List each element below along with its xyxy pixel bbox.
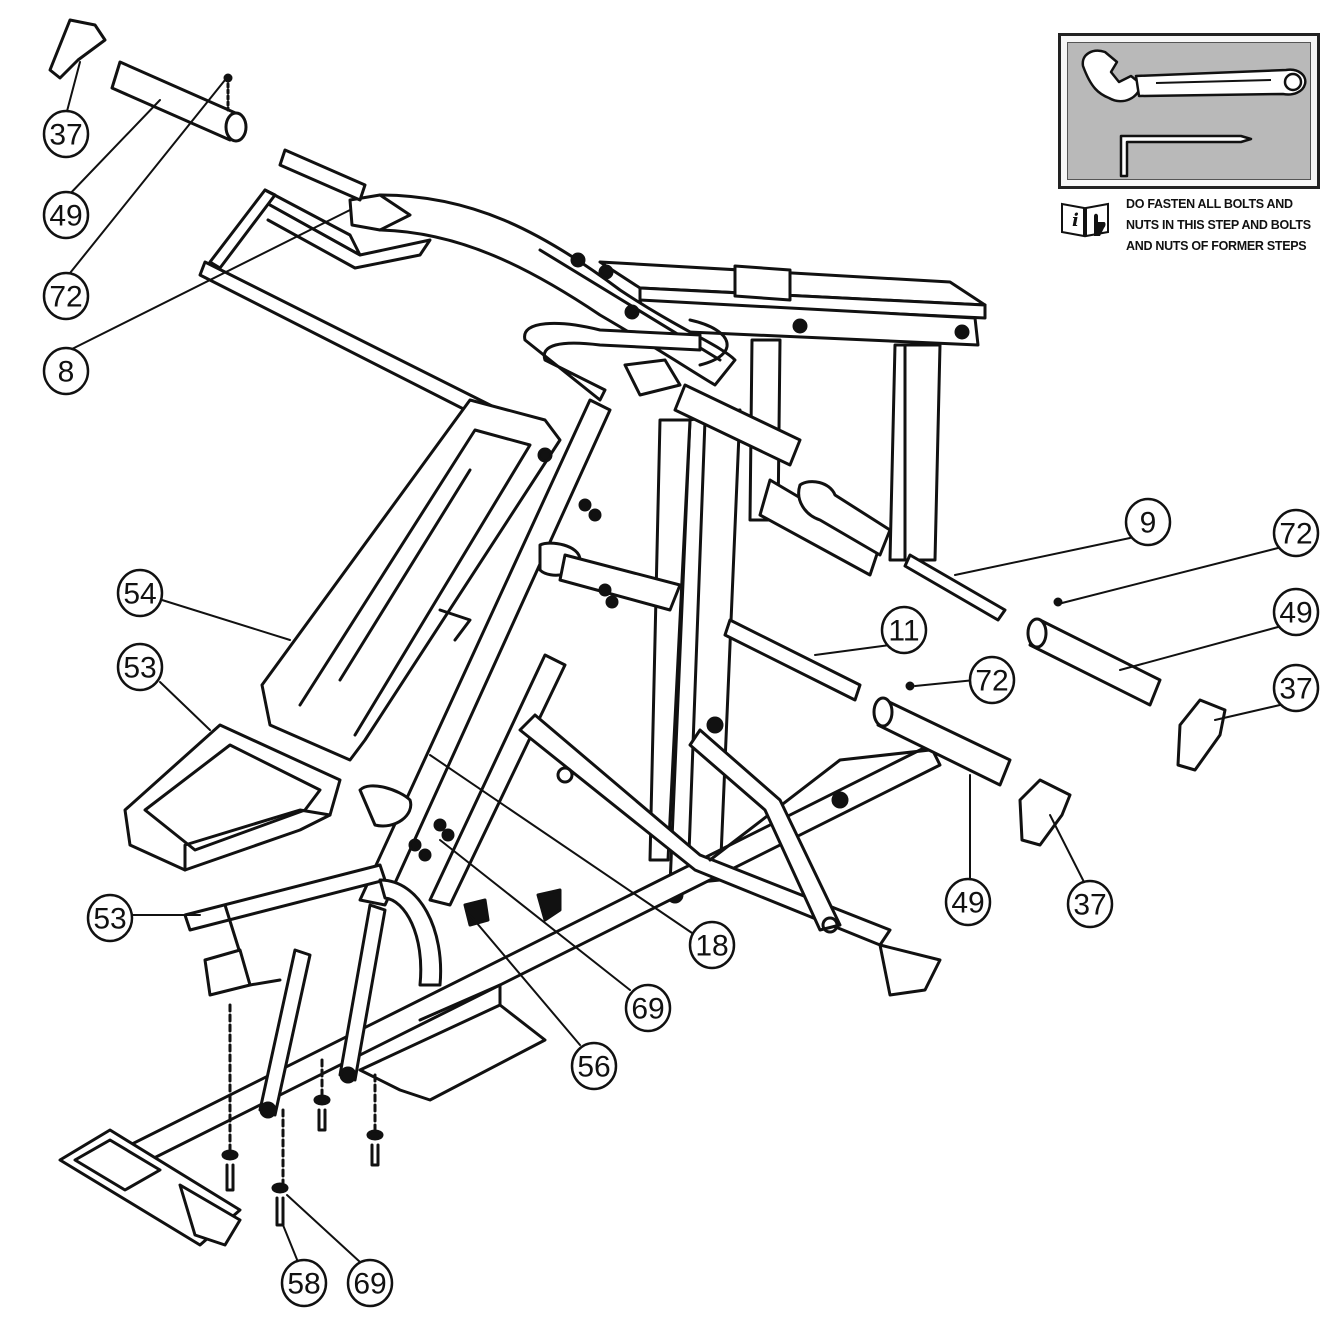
callout-label: 58 [287, 1268, 320, 1301]
right-sleeve-9 [1026, 597, 1227, 772]
svg-text:i: i [1072, 210, 1079, 231]
top-frame [598, 260, 987, 347]
callout-circle [346, 1258, 394, 1308]
callout-circle [42, 109, 90, 159]
callout-9: 9 [1124, 497, 1172, 547]
back-pad [260, 398, 562, 762]
info-manual-icon: i [1061, 202, 1109, 238]
callout-label: 8 [58, 356, 75, 389]
leg-extension [183, 863, 443, 1119]
seat-pad [123, 723, 342, 872]
base-rail [58, 743, 942, 1247]
callout-label: 49 [951, 887, 984, 920]
callout-circle [570, 1041, 618, 1091]
callout-circle [624, 983, 672, 1033]
callout-label: 18 [695, 930, 728, 963]
callout-69: 69 [624, 983, 672, 1033]
callout-label: 69 [353, 1268, 386, 1301]
callout-label: 49 [1279, 597, 1312, 630]
callout-label: 69 [631, 993, 664, 1026]
callout-53: 53 [116, 642, 164, 692]
callout-label: 11 [888, 615, 919, 648]
callout-label: 56 [577, 1051, 610, 1084]
callout-circle [116, 568, 164, 618]
callout-56: 56 [570, 1041, 618, 1091]
callout-circle [968, 655, 1016, 705]
callout-circle [688, 920, 736, 970]
callout-54: 54 [116, 568, 164, 618]
callout-72: 72 [968, 655, 1016, 705]
instruction-text: DO FASTEN ALL BOLTS AND NUTS IN THIS STE… [1126, 194, 1330, 257]
instruction-note: i DO FASTEN ALL BOLTS AND NUTS IN THIS S… [1060, 194, 1330, 256]
callout-circle [944, 877, 992, 927]
callout-37: 37 [42, 109, 90, 159]
callout-circle [280, 1258, 328, 1308]
callout-circle [1124, 497, 1172, 547]
callout-label: 54 [123, 578, 156, 611]
handle-frame [198, 148, 502, 427]
instruction-line-2: NUTS IN THIS STEP AND BOLTS [1126, 218, 1311, 232]
callout-circle [86, 893, 134, 943]
callout-circle [1272, 663, 1320, 713]
callout-72: 72 [42, 271, 90, 321]
callout-49: 49 [944, 877, 992, 927]
callout-circle [880, 605, 928, 655]
callout-label: 37 [1279, 673, 1312, 706]
callout-label: 72 [1279, 518, 1312, 551]
adjustable-wrench-icon [1081, 49, 1307, 103]
callout-circle [42, 271, 90, 321]
tools-drawing [1081, 49, 1307, 178]
hex-key-icon [1119, 134, 1253, 178]
callout-circle [42, 190, 90, 240]
weight-horns [558, 383, 1007, 702]
callout-37: 37 [1272, 663, 1320, 713]
callout-53: 53 [86, 893, 134, 943]
foot-plate [358, 983, 547, 1102]
instruction-line-1: DO FASTEN ALL BOLTS AND [1126, 197, 1293, 211]
callout-8: 8 [42, 346, 90, 396]
bolts-and-washers [221, 498, 619, 1227]
callout-circle [1066, 879, 1114, 929]
callout-label: 49 [49, 200, 82, 233]
callout-69: 69 [346, 1258, 394, 1308]
callout-49: 49 [1272, 587, 1320, 637]
upper-left-sleeve [48, 18, 248, 143]
callout-label: 37 [1073, 889, 1106, 922]
callout-58: 58 [280, 1258, 328, 1308]
callout-label: 53 [123, 652, 156, 685]
callout-label: 37 [49, 119, 82, 152]
callout-circle [1272, 508, 1320, 558]
callout-11: 11 [880, 605, 928, 655]
callout-circle [1272, 587, 1320, 637]
callout-label: 9 [1140, 507, 1157, 540]
callout-label: 72 [49, 281, 82, 314]
a-frame [518, 713, 942, 997]
leader-lines [65, 61, 1281, 1263]
callout-37: 37 [1066, 879, 1114, 929]
callout-72: 72 [1272, 508, 1320, 558]
instruction-line-3: AND NUTS OF FORMER STEPS [1126, 239, 1307, 253]
callout-18: 18 [688, 920, 736, 970]
callout-layer: 37 49 72 8 9 72 49 37 11 72 54 53 49 37 53 18 69 56 58 69 [42, 109, 1320, 1308]
right-sleeve-11 [872, 681, 1072, 847]
callout-49: 49 [42, 190, 90, 240]
callout-circle [42, 346, 90, 396]
callout-circle [116, 642, 164, 692]
u-handle [523, 318, 729, 402]
callout-label: 72 [975, 665, 1008, 698]
callout-label: 53 [93, 903, 126, 936]
tools-panel [1058, 33, 1320, 189]
